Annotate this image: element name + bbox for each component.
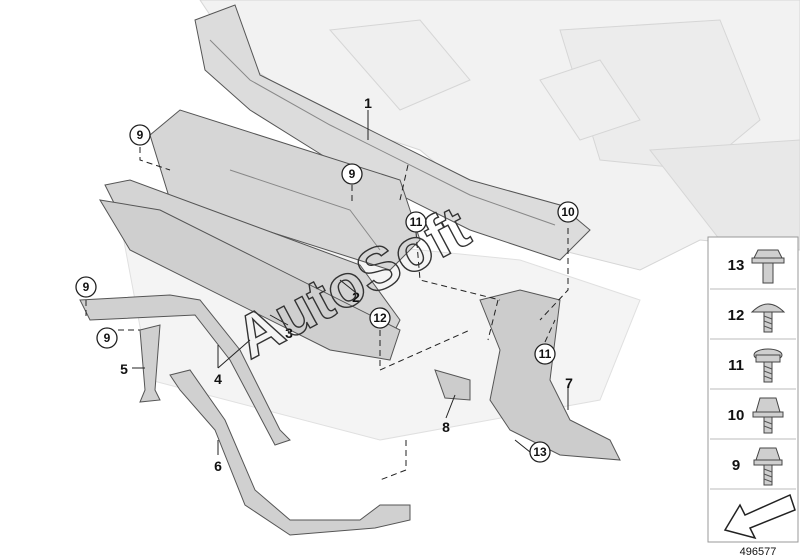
round-head-screw-icon [750, 303, 786, 333]
callout-10: 10 [561, 205, 575, 219]
vehicle-body-background [119, 0, 800, 441]
part-8-bracket [434, 369, 471, 401]
part-5-bracket [139, 324, 161, 403]
catalog-number: 496577 [740, 546, 777, 558]
callout-5: 5 [120, 361, 128, 377]
callout-11-a: 11 [410, 215, 423, 229]
part-3-bumper-carrier [99, 199, 401, 361]
part-1-upper-support-beam [194, 4, 591, 261]
direction-arrow-icon [723, 493, 796, 540]
hex-bolt-washer-icon [752, 397, 784, 434]
callout-12: 12 [373, 311, 387, 325]
fastener-legend: 13 12 11 10 9 [707, 236, 799, 543]
hex-flange-bolt-icon [751, 249, 785, 284]
callout-9-b: 9 [349, 167, 356, 181]
callout-9-a: 9 [137, 128, 144, 142]
callout-4: 4 [214, 371, 222, 387]
legend-number-11: 11 [728, 357, 744, 374]
callout-2: 2 [352, 289, 360, 305]
legend-number-12: 12 [728, 307, 745, 324]
part-4-strut [79, 294, 291, 446]
callout-9-c: 9 [83, 280, 90, 294]
callout-11-b: 11 [539, 347, 552, 361]
legend-number-10: 10 [728, 407, 745, 424]
hex-bolt-icon [753, 447, 783, 486]
part-6-lower-strut [169, 369, 411, 536]
leader-lines [85, 147, 569, 481]
callout-3: 3 [285, 325, 293, 341]
solid-leader-lines [132, 110, 569, 455]
callout-9-d: 9 [104, 331, 111, 345]
callout-1: 1 [364, 95, 372, 111]
callout-7: 7 [565, 375, 573, 391]
callout-8: 8 [442, 419, 450, 435]
callout-13: 13 [533, 445, 547, 459]
legend-number-13: 13 [728, 257, 745, 274]
circled-callouts: 9 9 9 9 10 11 11 12 13 [75, 124, 579, 463]
torx-screw-icon [753, 348, 783, 383]
callout-6: 6 [214, 458, 222, 474]
part-7-side-member-bracket [479, 289, 621, 461]
legend-number-9: 9 [732, 457, 740, 474]
